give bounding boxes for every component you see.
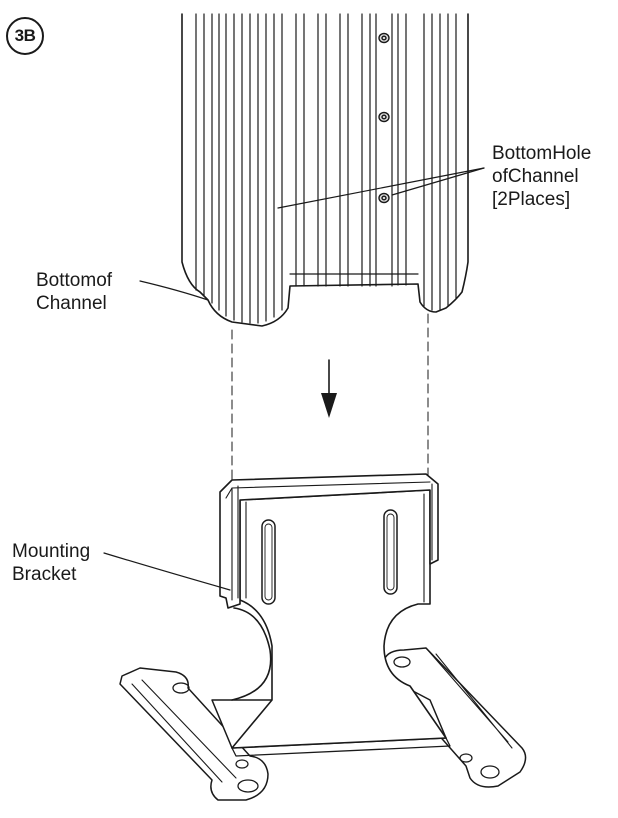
channel bbox=[181, 13, 469, 327]
channel-ribs bbox=[195, 13, 457, 324]
leader-bottom-hole-1 bbox=[277, 167, 485, 209]
step-badge: 3B bbox=[6, 17, 44, 55]
channel-holes bbox=[378, 32, 390, 204]
label-bottom-of-channel: Bottomof Channel bbox=[36, 269, 112, 315]
channel-hole-middle bbox=[378, 111, 390, 123]
label-mounting-bracket-line-2: Bracket bbox=[12, 564, 77, 585]
label-bottom-hole: BottomHole ofChannel [2Places] bbox=[492, 142, 591, 211]
label-bottom-hole-line-3: [2Places] bbox=[492, 189, 571, 210]
bracket-slot-right bbox=[383, 509, 398, 595]
label-bottom-hole-line-1: BottomHole bbox=[492, 143, 592, 164]
leader-bottom-hole-2 bbox=[391, 167, 485, 196]
label-mounting-bracket: Mounting Bracket bbox=[12, 540, 90, 586]
label-mounting-bracket-line-1: Mounting bbox=[12, 541, 91, 562]
label-bottom-of-channel-line-2: Channel bbox=[36, 293, 107, 314]
bracket-slot-left bbox=[261, 519, 276, 605]
leader-mounting-bracket bbox=[103, 552, 231, 591]
leader-lines bbox=[103, 167, 485, 591]
label-bottom-of-channel-line-1: Bottomof bbox=[36, 270, 113, 291]
leader-bottom-of-channel bbox=[139, 280, 209, 301]
channel-hole-bottom bbox=[378, 192, 390, 204]
arrow-down-icon bbox=[321, 359, 337, 418]
channel-fin-tips bbox=[295, 274, 407, 287]
alignment-lines bbox=[231, 313, 429, 493]
label-bottom-hole-line-2: ofChannel bbox=[492, 166, 579, 187]
channel-outline bbox=[181, 13, 469, 327]
mounting-bracket bbox=[119, 473, 527, 801]
channel-hole-top bbox=[378, 32, 390, 44]
